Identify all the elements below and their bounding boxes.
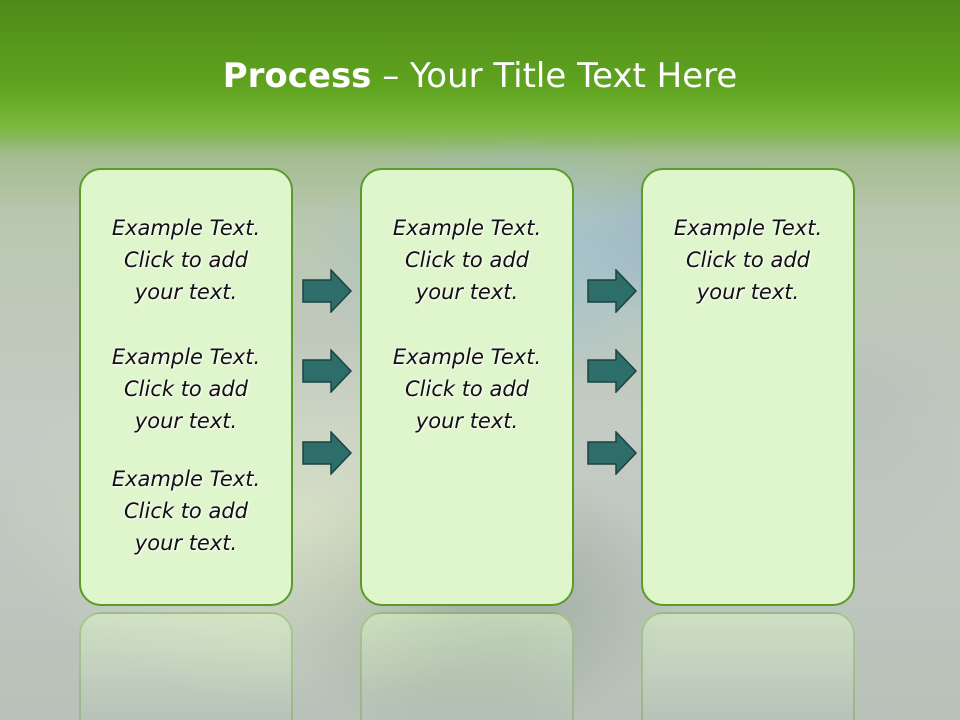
text-line: Click to add	[404, 377, 529, 401]
right-arrow-icon	[587, 269, 637, 313]
text-line: Example Text.	[111, 345, 261, 369]
text-line: Example Text.	[111, 467, 261, 491]
process-box-2[interactable]: Example Text. Click to add your text. Ex…	[360, 168, 574, 606]
title-bar	[0, 0, 960, 155]
right-arrow-icon	[587, 349, 637, 393]
text-line: Click to add	[123, 248, 248, 272]
text-line: Click to add	[123, 499, 248, 523]
text-line: Example Text.	[111, 216, 261, 240]
text-block[interactable]: Example Text. Click to add your text.	[362, 212, 572, 308]
text-line: your text.	[134, 280, 238, 304]
text-block[interactable]: Example Text. Click to add your text.	[81, 463, 291, 559]
text-line: Click to add	[685, 248, 810, 272]
right-arrow-icon	[302, 431, 352, 475]
text-line: your text.	[134, 531, 238, 555]
text-line: your text.	[415, 280, 519, 304]
box-reflection	[360, 612, 574, 720]
box-reflection	[641, 612, 855, 720]
slide-title[interactable]: Process – Your Title Text Here	[0, 52, 960, 100]
text-block[interactable]: Example Text. Click to add your text.	[81, 341, 291, 437]
right-arrow-icon	[587, 431, 637, 475]
title-bold: Process	[222, 56, 372, 96]
text-line: Example Text.	[392, 345, 542, 369]
text-line: Click to add	[123, 377, 248, 401]
text-line: Click to add	[404, 248, 529, 272]
process-box-1[interactable]: Example Text. Click to add your text. Ex…	[79, 168, 293, 606]
text-line: Example Text.	[673, 216, 823, 240]
text-block[interactable]: Example Text. Click to add your text.	[643, 212, 853, 308]
text-block[interactable]: Example Text. Click to add your text.	[81, 212, 291, 308]
right-arrow-icon	[302, 269, 352, 313]
text-line: your text.	[134, 409, 238, 433]
title-rest: – Your Title Text Here	[382, 56, 738, 96]
process-box-3[interactable]: Example Text. Click to add your text.	[641, 168, 855, 606]
text-block[interactable]: Example Text. Click to add your text.	[362, 341, 572, 437]
text-line: your text.	[415, 409, 519, 433]
text-line: your text.	[696, 280, 800, 304]
box-reflection	[79, 612, 293, 720]
text-line: Example Text.	[392, 216, 542, 240]
right-arrow-icon	[302, 349, 352, 393]
